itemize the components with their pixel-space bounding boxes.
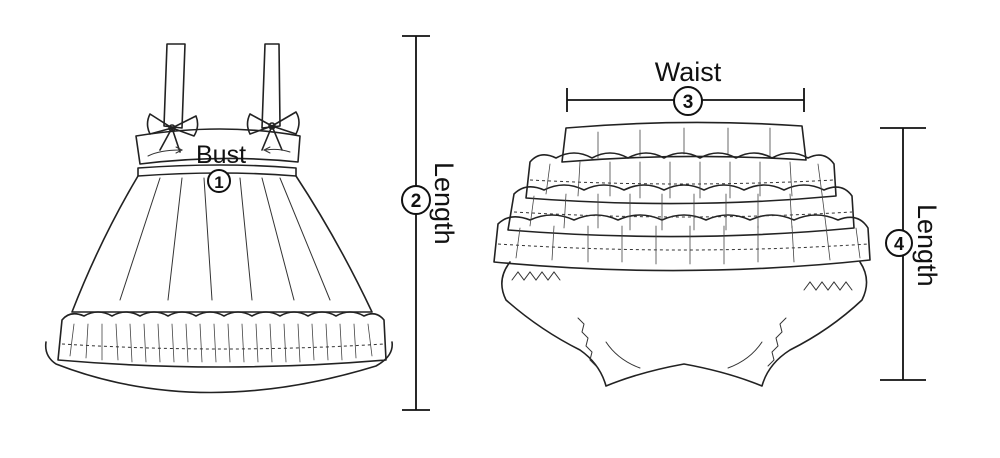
waist-dimension: 3 (566, 86, 805, 116)
bloomer-body (501, 261, 868, 387)
bust-marker: 1 (207, 169, 231, 193)
shorts-length-dimension: 4 (880, 127, 926, 381)
right-bow (246, 111, 300, 151)
bloomer-ruffle-gathers (497, 161, 869, 265)
bloomer-ruffle-3 (493, 214, 871, 272)
waist-label: Waist (655, 57, 722, 87)
bust-arrows (147, 146, 291, 157)
bloomer-illustration (493, 121, 871, 387)
dress-length-marker-number: 2 (411, 191, 422, 212)
dress-skirt (71, 175, 373, 313)
dress-straps (163, 43, 281, 129)
dress-underskirt (44, 341, 393, 394)
shorts-length-marker-number: 4 (894, 234, 904, 254)
waist-marker-number: 3 (683, 92, 694, 113)
bust-label: Bust (196, 141, 246, 169)
dress-ruffle-tier (57, 311, 387, 368)
bloomer-ruffle-2 (507, 184, 855, 238)
shorts-length-label: Length (912, 204, 942, 287)
dress-bodice (135, 128, 301, 165)
bloomer-waistband-gathers (597, 127, 771, 159)
bloomer-leg-trim (511, 271, 853, 369)
bust-marker-number: 1 (214, 173, 223, 192)
dress-pleats (119, 177, 331, 301)
dress-ruffle-gathers (61, 323, 385, 363)
dress-length-label: Length (429, 162, 459, 245)
dress-length-dimension: 2 (401, 35, 431, 411)
bloomer-ruffle-1 (525, 152, 837, 205)
dress-illustration (44, 43, 393, 394)
left-bow (146, 113, 199, 153)
